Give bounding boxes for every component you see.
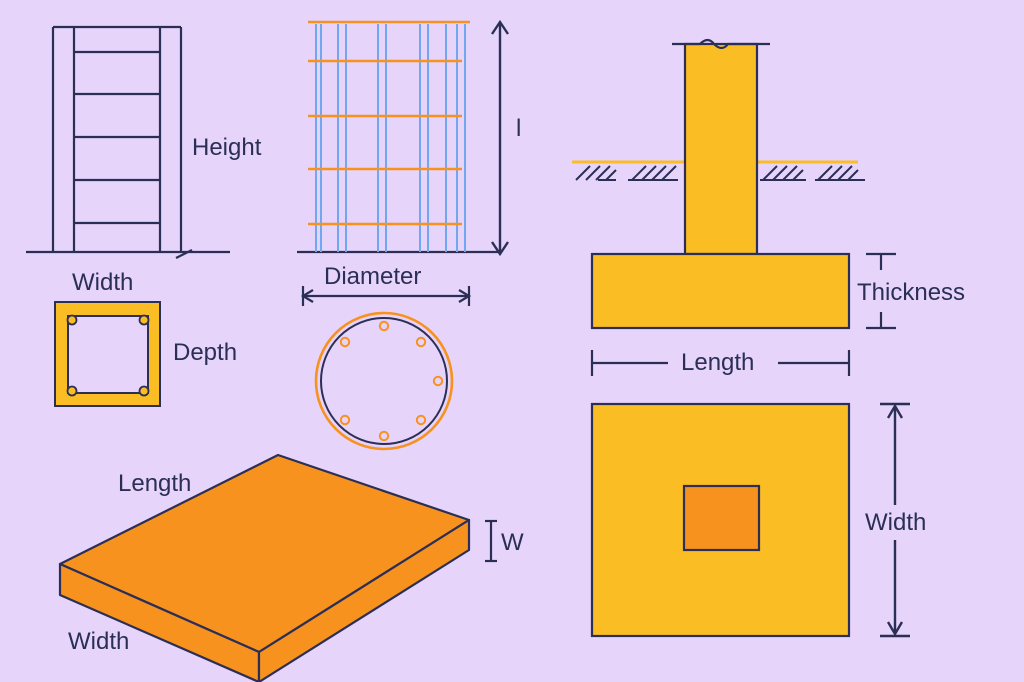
slab-length-label: Length [118,470,192,497]
ground-tick [175,249,193,259]
arrowhead-left [300,289,314,303]
rebar-cage [297,19,509,306]
cage-length-label: l [516,115,522,142]
footing-thickness-label: Thickness [857,279,966,306]
arrowhead-right [458,289,472,303]
rebar-dot [339,336,351,348]
soil-hatching [575,165,865,181]
footing-elevation [572,38,896,376]
rebar-dot [415,414,427,426]
slab-right-face [257,518,471,682]
diameter-label: Diameter [324,263,422,290]
arrowhead-up [886,403,904,419]
column-stub [683,42,759,256]
slab-width-label: Width [68,628,130,655]
rebar-dot [378,320,390,332]
column-height-label: Height [192,134,262,161]
rebar-dot [378,430,390,442]
rebar-dot [432,375,444,387]
rebar-dot [138,314,150,326]
column-elevation [26,25,230,259]
rebar-dot [66,314,78,326]
column-width-label: Width [72,269,134,296]
arrowhead-up [491,19,509,35]
footing-length-label: Length [681,349,755,376]
rebar-dot [66,385,78,397]
footing-base [590,252,851,330]
rebar-dot [138,385,150,397]
arrowhead-down [886,621,904,637]
slab-isometric [58,453,497,682]
square-column-section [54,301,161,407]
section-inner-ring [320,317,448,445]
circular-column-section [314,311,454,451]
section-inner [67,315,149,394]
column-plan [682,484,761,552]
section-outer-ring [314,311,454,451]
rebar-dot [415,336,427,348]
rebar-dot [339,414,351,426]
slab-thickness-label: W [501,529,524,556]
arrowhead-down [491,241,509,257]
footing-width-label: Width [865,509,927,536]
column-break-line [672,38,770,50]
slab-left-face [58,562,261,682]
column-depth-label: Depth [173,339,238,366]
footing-plan [590,402,910,638]
